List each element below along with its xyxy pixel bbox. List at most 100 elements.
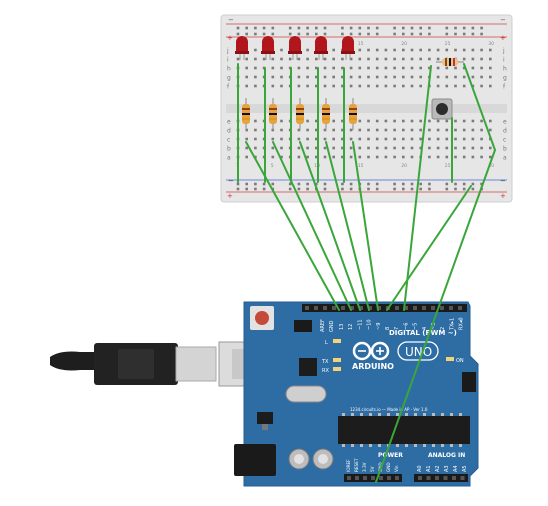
rail-hole[interactable] [410, 32, 414, 36]
breadboard-hole[interactable] [454, 119, 457, 123]
breadboard-hole[interactable] [297, 146, 301, 150]
breadboard-hole[interactable] [410, 57, 414, 61]
led[interactable] [341, 36, 355, 60]
breadboard-hole[interactable] [428, 66, 431, 70]
header-pin[interactable] [350, 306, 354, 310]
jumper-wire[interactable] [272, 141, 352, 311]
rail-hole[interactable] [480, 26, 483, 30]
breadboard-hole[interactable] [341, 57, 344, 61]
breadboard-hole[interactable] [271, 155, 275, 159]
breadboard-hole[interactable] [436, 146, 440, 150]
breadboard-hole[interactable] [384, 128, 388, 132]
breadboard-hole[interactable] [384, 146, 388, 150]
breadboard-hole[interactable] [393, 146, 396, 150]
breadboard-hole[interactable] [462, 119, 466, 123]
breadboard-hole[interactable] [271, 57, 275, 61]
breadboard-hole[interactable] [480, 128, 483, 132]
breadboard-hole[interactable] [280, 119, 283, 123]
breadboard-hole[interactable] [245, 57, 248, 61]
breadboard-hole[interactable] [358, 66, 362, 70]
rail-hole[interactable] [410, 182, 414, 186]
breadboard-hole[interactable] [419, 75, 422, 79]
breadboard-hole[interactable] [489, 48, 492, 52]
breadboard-hole[interactable] [280, 137, 283, 141]
breadboard-hole[interactable] [436, 57, 440, 61]
breadboard-hole[interactable] [349, 84, 353, 88]
breadboard-hole[interactable] [341, 155, 344, 159]
breadboard-hole[interactable] [462, 48, 466, 52]
breadboard-hole[interactable] [349, 146, 353, 150]
breadboard-hole[interactable] [358, 48, 362, 52]
breadboard-hole[interactable] [428, 146, 431, 150]
rail-hole[interactable] [262, 187, 266, 191]
rail-hole[interactable] [393, 26, 396, 30]
rail-hole[interactable] [402, 187, 405, 191]
breadboard-hole[interactable] [384, 57, 388, 61]
breadboard-hole[interactable] [489, 84, 492, 88]
header-pin[interactable] [431, 306, 435, 310]
breadboard-hole[interactable] [358, 155, 362, 159]
rail-hole[interactable] [471, 26, 475, 30]
breadboard-hole[interactable] [436, 66, 440, 70]
rail-hole[interactable] [471, 187, 475, 191]
header-pin[interactable] [435, 476, 439, 480]
jumper-wire[interactable] [463, 63, 496, 151]
breadboard-hole[interactable] [410, 75, 414, 79]
rail-hole[interactable] [358, 26, 362, 30]
rail-hole[interactable] [288, 26, 292, 30]
rail-hole[interactable] [471, 32, 475, 36]
breadboard-hole[interactable] [410, 66, 414, 70]
rail-hole[interactable] [480, 32, 483, 36]
header-pin[interactable] [449, 306, 453, 310]
rail-hole[interactable] [410, 187, 414, 191]
breadboard-hole[interactable] [436, 137, 440, 141]
breadboard-hole[interactable] [341, 146, 344, 150]
breadboard-hole[interactable] [489, 119, 492, 123]
breadboard-hole[interactable] [315, 84, 318, 88]
breadboard-hole[interactable] [384, 75, 388, 79]
breadboard-hole[interactable] [341, 137, 344, 141]
breadboard-hole[interactable] [375, 155, 379, 159]
breadboard-hole[interactable] [402, 155, 405, 159]
breadboard-hole[interactable] [436, 75, 440, 79]
breadboard-hole[interactable] [280, 75, 283, 79]
rail-hole[interactable] [375, 187, 379, 191]
breadboard-hole[interactable] [358, 119, 362, 123]
header-pin[interactable] [371, 476, 375, 480]
jumper-wire[interactable] [245, 141, 340, 311]
breadboard-hole[interactable] [489, 57, 492, 61]
header-pin[interactable] [443, 476, 448, 480]
rail-hole[interactable] [393, 32, 396, 36]
header-pin[interactable] [387, 476, 391, 480]
rail-hole[interactable] [297, 187, 301, 191]
breadboard-hole[interactable] [393, 128, 396, 132]
header-pin[interactable] [377, 306, 381, 310]
header-pin[interactable] [341, 306, 345, 310]
breadboard-hole[interactable] [462, 84, 466, 88]
breadboard-hole[interactable] [471, 155, 475, 159]
breadboard-hole[interactable] [410, 155, 414, 159]
breadboard-hole[interactable] [254, 146, 257, 150]
breadboard-hole[interactable] [480, 119, 483, 123]
breadboard-hole[interactable] [428, 57, 431, 61]
rail-hole[interactable] [402, 182, 405, 186]
breadboard-hole[interactable] [367, 57, 370, 61]
rail-hole[interactable] [323, 187, 327, 191]
jumper-wire[interactable] [299, 141, 361, 311]
breadboard-hole[interactable] [332, 66, 335, 70]
resistor[interactable] [349, 98, 357, 130]
rail-hole[interactable] [254, 187, 257, 191]
rail-hole[interactable] [428, 187, 431, 191]
breadboard-hole[interactable] [462, 146, 466, 150]
rail-hole[interactable] [341, 187, 344, 191]
header-pin[interactable] [458, 306, 462, 310]
breadboard-hole[interactable] [402, 119, 405, 123]
breadboard-hole[interactable] [402, 66, 405, 70]
breadboard-hole[interactable] [341, 128, 344, 132]
breadboard-hole[interactable] [349, 128, 353, 132]
rail-hole[interactable] [375, 32, 379, 36]
breadboard-hole[interactable] [332, 137, 335, 141]
breadboard-hole[interactable] [445, 84, 449, 88]
rail-hole[interactable] [288, 182, 292, 186]
breadboard-hole[interactable] [280, 57, 283, 61]
